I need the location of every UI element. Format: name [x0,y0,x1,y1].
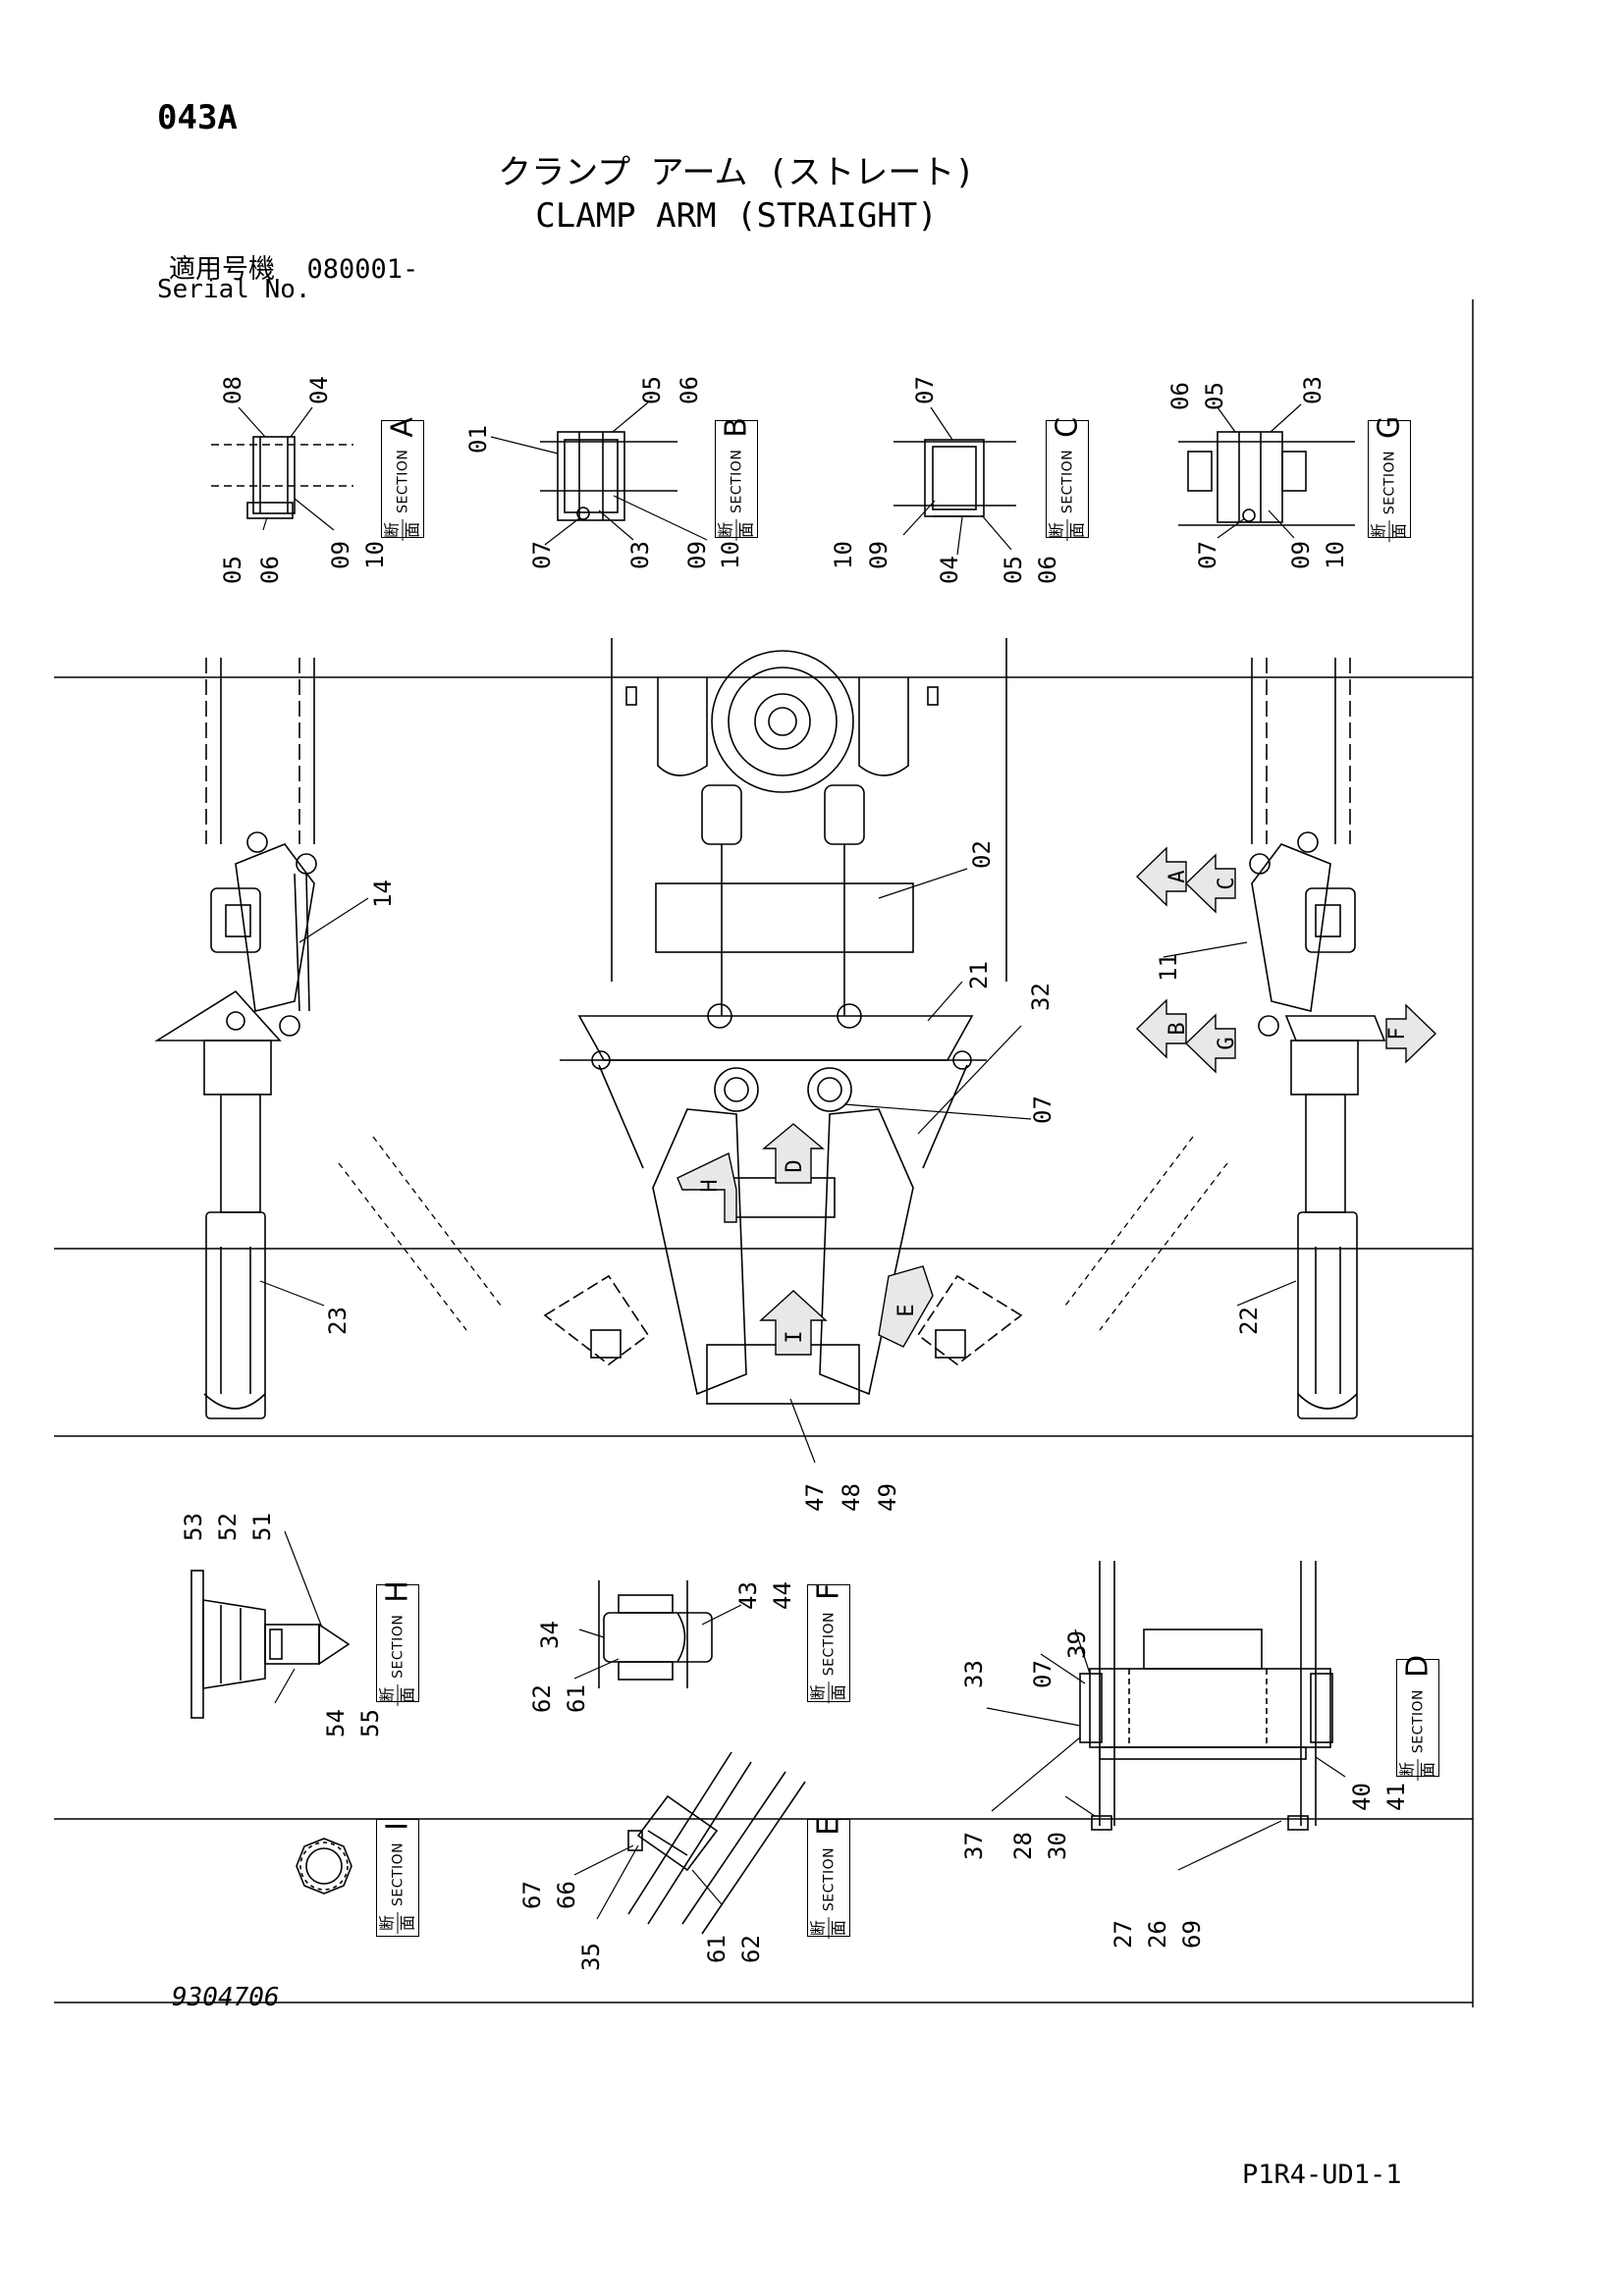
drawing-frame [54,299,1474,2007]
section-e-leaders [573,1844,723,1920]
drawing-number: 9304706 [172,1983,280,2012]
tag-letter-a: A [385,417,420,438]
title-japanese: クランプ アーム (ストレート) [498,153,975,192]
section-d-view [1079,1561,1333,1831]
serial-label-english: Serial No. [157,275,311,304]
tag-kanji-top: 断 [808,1920,828,1937]
section-tag-h: 断面 SECTION H [376,1580,419,1706]
view-arrow-d [762,1123,825,1184]
section-a-view [211,436,353,519]
tag-word: SECTION [821,1612,837,1677]
document-code: P1R4-UD1-1 [1242,2160,1402,2190]
serial-line-japanese: 適用号機 080001- [169,247,418,286]
tag-word: SECTION [1381,451,1397,515]
view-arrow-i [759,1290,828,1356]
page-code: 043A [157,98,238,137]
tag-letter-d: D [1400,1654,1435,1678]
serial-value: 080001- [306,254,419,285]
main-view-right-arm [1249,658,1386,1419]
view-arrow-a [1135,846,1187,907]
tag-letter-c: C [1050,416,1085,438]
tag-kanji-bottom: 面 [829,1920,848,1937]
tag-kanji-top: 断 [1047,522,1066,539]
tag-kanji-bottom: 面 [1418,1762,1437,1779]
section-a-leaders [238,406,335,531]
tag-kanji-bottom: 面 [1067,522,1087,539]
section-f-leaders [573,1604,742,1680]
tag-word: SECTION [729,449,744,513]
tag-kanji-bottom: 面 [1389,523,1409,540]
view-arrow-c [1184,853,1236,914]
section-b-view [540,431,677,521]
section-h-view [190,1570,351,1719]
tag-letter-h: H [380,1580,415,1603]
section-b-leaders [490,401,708,546]
view-arrow-f [1385,1003,1437,1064]
section-g-view [1178,431,1355,526]
section-tag-e: 断面 SECTION E [807,1816,850,1940]
tag-kanji-bottom: 面 [829,1684,848,1701]
main-view-center-body [543,638,1023,1405]
main-view-leaders [259,868,1297,1464]
section-i-view [296,1838,352,1895]
tag-kanji-bottom: 面 [398,1686,417,1703]
title-english: CLAMP ARM (STRAIGHT) [535,196,938,236]
tag-word: SECTION [390,1842,406,1907]
tag-word: SECTION [1059,449,1075,514]
section-c-view [893,439,1016,517]
tag-kanji-bottom: 面 [736,521,756,538]
tag-kanji-top: 断 [1369,523,1388,540]
section-tag-b: 断面 SECTION B [715,417,758,541]
tag-word: SECTION [395,449,410,513]
view-arrow-b [1135,998,1187,1059]
section-g-leaders [1217,403,1302,539]
section-c-leaders [902,406,1012,556]
tag-kanji-top: 断 [808,1684,828,1701]
view-arrow-g [1184,1013,1236,1074]
tag-kanji-top: 断 [377,1686,397,1703]
section-tag-f: 断面 SECTION F [807,1582,850,1704]
section-e-view [627,1751,806,1935]
tag-kanji-top: 断 [377,1915,397,1932]
tag-letter-b: B [719,417,754,438]
section-tag-d: 断面 SECTION D [1396,1655,1439,1782]
view-arrow-h [677,1151,737,1223]
tag-kanji-top: 断 [382,521,402,538]
section-tag-g: 断面 SECTION G [1368,416,1411,543]
main-view-swing-outlines [338,1136,1228,1331]
tag-word: SECTION [821,1846,837,1912]
section-f-view [598,1580,713,1688]
tag-letter-i: I [380,1821,415,1831]
section-tag-c: 断面 SECTION C [1046,416,1089,542]
main-view-left-arm [154,658,317,1419]
view-arrow-e [878,1265,934,1348]
tag-word: SECTION [390,1614,406,1679]
tag-kanji-top: 断 [716,521,735,538]
section-d-leaders [986,1629,1346,1871]
section-h-leaders [274,1530,323,1704]
tag-letter-e: E [811,1816,846,1836]
view-arrows [677,846,1437,1356]
tag-letter-g: G [1372,415,1407,440]
tag-kanji-bottom: 面 [403,521,422,538]
tag-kanji-top: 断 [1397,1762,1417,1779]
section-tag-i: 断面 SECTION I [376,1819,419,1937]
tag-letter-f: F [811,1582,846,1601]
tag-kanji-bottom: 面 [398,1915,417,1932]
tag-word: SECTION [1410,1688,1426,1754]
serial-label-jp: 適用号機 [169,254,275,285]
section-tag-a: 断面 SECTION A [381,417,424,541]
